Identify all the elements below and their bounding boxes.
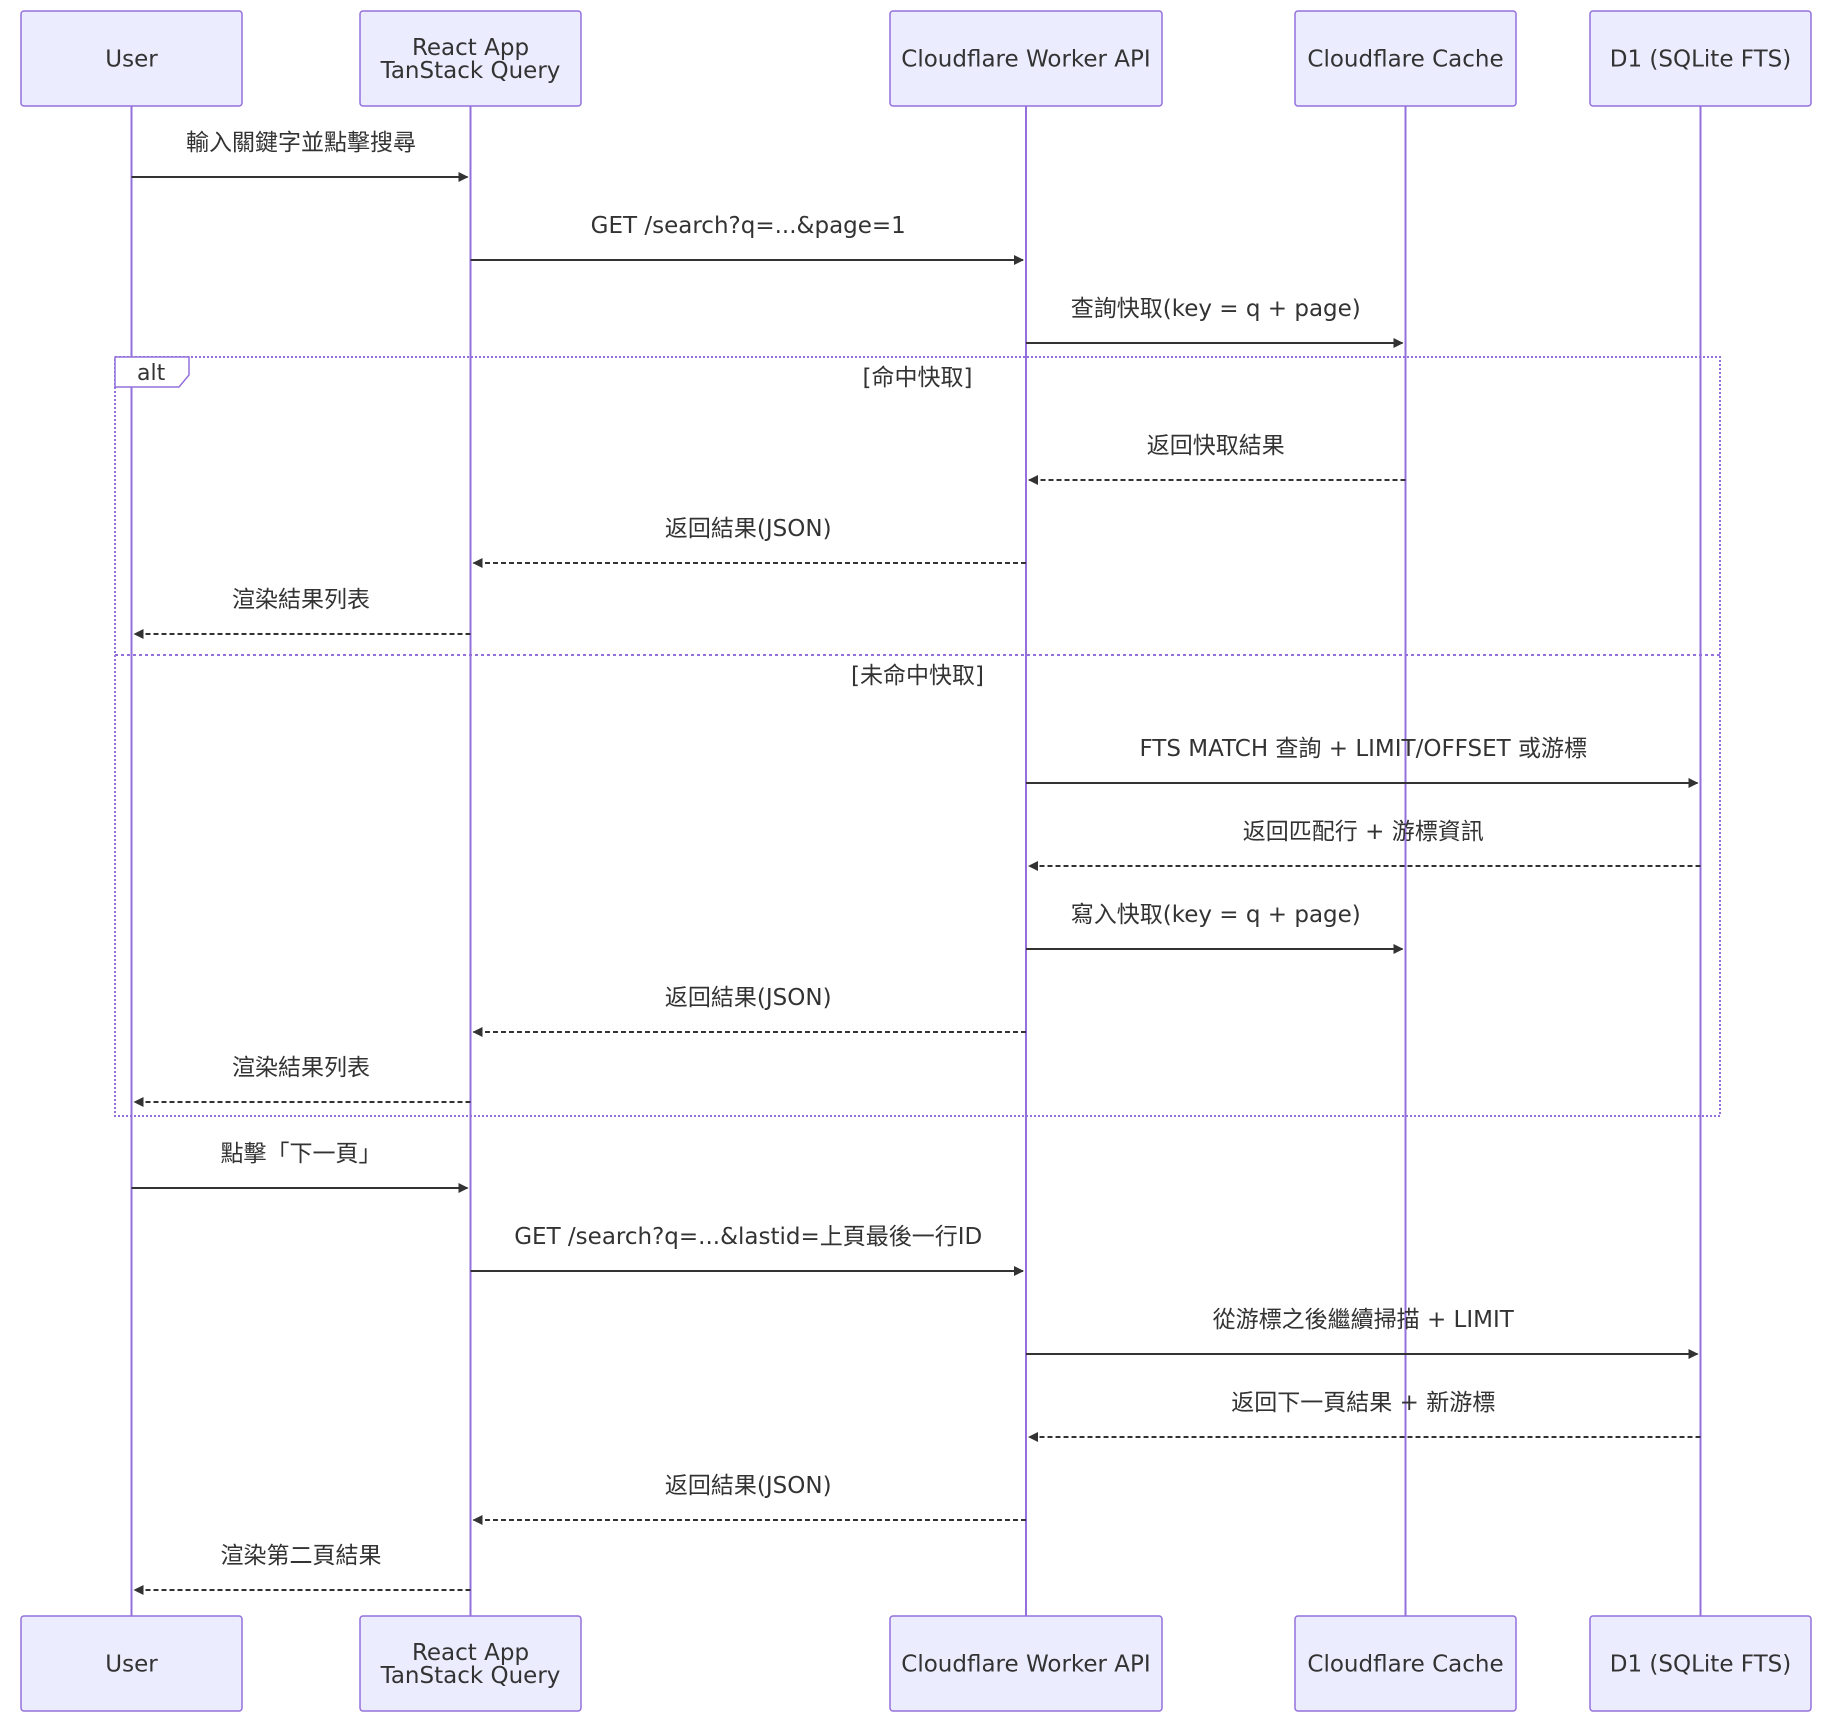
actor-label: D1 (SQLite FTS) — [1610, 47, 1791, 73]
message-label: 返回結果(JSON) — [665, 516, 832, 542]
alt-frame-tab — [114, 356, 190, 388]
message-label: 返回匹配行 + 游標資訊 — [1243, 819, 1484, 845]
message-11: 渲染結果列表 — [133, 1055, 471, 1107]
message-label: 查詢快取(key = q + page) — [1071, 296, 1361, 322]
message-15: 返回下一頁結果 + 新游標 — [1028, 1390, 1701, 1442]
message-16: 返回結果(JSON) — [472, 1473, 1026, 1525]
actor-label: User — [105, 1652, 158, 1678]
message-14: 從游標之後繼續掃描 + LIMIT — [1026, 1307, 1699, 1359]
messages: 輸入關鍵字並點擊搜尋 GET /search?q=...&page=1 查詢快取(k… — [131, 130, 1701, 1595]
message-7: FTS MATCH 查詢 + LIMIT/OFFSET 或游標 — [1026, 736, 1699, 788]
actor-box-worker-top: Cloudflare Worker API — [889, 10, 1163, 107]
message-1: 輸入關鍵字並點擊搜尋 — [131, 130, 469, 182]
message-label: 返回快取結果 — [1147, 433, 1285, 459]
alt-condition-2: [未命中快取] — [851, 663, 984, 689]
actor-box-d1-top: D1 (SQLite FTS) — [1589, 10, 1812, 107]
message-2: GET /search?q=...&page=1 — [470, 213, 1024, 265]
message-label: 返回結果(JSON) — [665, 1473, 832, 1499]
message-5: 返回結果(JSON) — [472, 516, 1026, 568]
message-label: 返回結果(JSON) — [665, 985, 832, 1011]
alt-frame: alt [命中快取] [未命中快取] — [114, 356, 1721, 1117]
actor-label: TanStack Query — [380, 1663, 561, 1689]
actor-box-user-top: User — [20, 10, 243, 107]
message-label: GET /search?q=...&page=1 — [591, 213, 906, 239]
message-4: 返回快取結果 — [1028, 433, 1406, 485]
message-label: 渲染第二頁結果 — [221, 1543, 382, 1569]
alt-frame-border — [114, 356, 1721, 1117]
actor-label: Cloudflare Cache — [1307, 47, 1503, 73]
message-9: 寫入快取(key = q + page) — [1026, 902, 1404, 954]
actor-label: D1 (SQLite FTS) — [1610, 1652, 1791, 1678]
actor-box-cache-top: Cloudflare Cache — [1294, 10, 1517, 107]
message-label: 寫入快取(key = q + page) — [1071, 902, 1361, 928]
actor-label: Cloudflare Worker API — [901, 47, 1150, 73]
actor-label: TanStack Query — [380, 58, 561, 84]
message-label: 渲染結果列表 — [232, 1055, 370, 1081]
message-label: 點擊「下一頁」 — [221, 1141, 382, 1167]
message-label: FTS MATCH 查詢 + LIMIT/OFFSET 或游標 — [1139, 736, 1587, 762]
actor-box-user-bottom: User — [20, 1615, 243, 1712]
message-17: 渲染第二頁結果 — [133, 1543, 471, 1595]
message-label: 從游標之後繼續掃描 + LIMIT — [1213, 1307, 1515, 1333]
message-12: 點擊「下一頁」 — [131, 1141, 469, 1193]
alt-condition-1: [命中快取] — [863, 365, 973, 391]
message-6: 渲染結果列表 — [133, 587, 471, 639]
actor-label: React App — [412, 35, 529, 61]
actor-box-cache-bottom: Cloudflare Cache — [1294, 1615, 1517, 1712]
message-13: GET /search?q=...&lastid=上頁最後一行ID — [470, 1224, 1024, 1276]
message-8: 返回匹配行 + 游標資訊 — [1028, 819, 1701, 871]
message-label: GET /search?q=...&lastid=上頁最後一行ID — [514, 1224, 982, 1250]
message-label: 渲染結果列表 — [232, 587, 370, 613]
message-label: 返回下一頁結果 + 新游標 — [1231, 1390, 1495, 1416]
message-label: 輸入關鍵字並點擊搜尋 — [186, 130, 416, 156]
actor-box-d1-bottom: D1 (SQLite FTS) — [1589, 1615, 1812, 1712]
actor-label: Cloudflare Worker API — [901, 1652, 1150, 1678]
message-10: 返回結果(JSON) — [472, 985, 1026, 1037]
actor-label: User — [105, 47, 158, 73]
actor-box-worker-bottom: Cloudflare Worker API — [889, 1615, 1163, 1712]
actor-label: React App — [412, 1640, 529, 1666]
alt-frame-label: alt — [137, 361, 166, 386]
message-3: 查詢快取(key = q + page) — [1026, 296, 1404, 348]
actor-label: Cloudflare Cache — [1307, 1652, 1503, 1678]
